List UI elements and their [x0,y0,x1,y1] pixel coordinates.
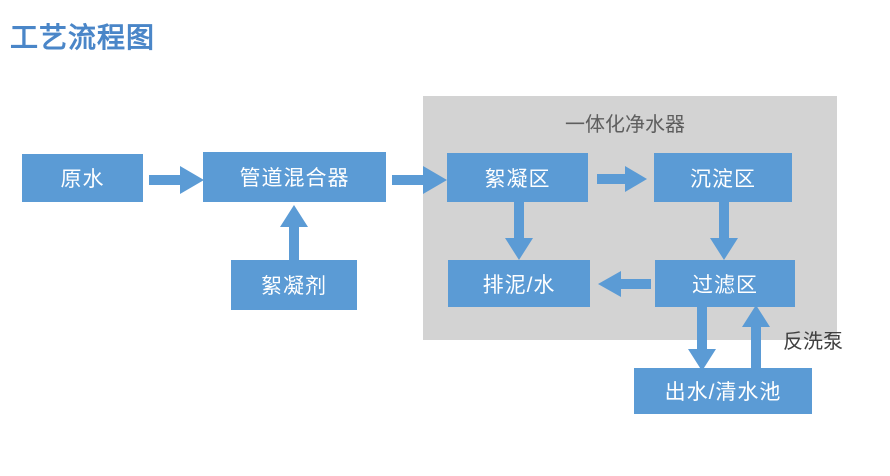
node-sedimentation-zone[interactable]: 沉淀区 [654,153,792,202]
arrow-sedimentation-to-filtration [710,202,738,260]
arrow-raw-water-to-pipe-mixer [149,166,204,194]
node-flocculation-zone[interactable]: 絮凝区 [447,153,588,202]
node-effluent-clearwell[interactable]: 出水/清水池 [634,368,812,414]
node-sludge-water-discharge[interactable]: 排泥/水 [448,260,590,307]
node-filtration-zone[interactable]: 过滤区 [655,260,795,307]
node-pipe-mixer[interactable]: 管道混合器 [203,152,386,202]
node-flocculant[interactable]: 絮凝剂 [231,260,357,310]
arrow-filtration-to-effluent [688,305,716,371]
arrow-flocculant-to-pipe-mixer [280,205,308,262]
label-backwash-pump: 反洗泵 [783,331,843,353]
page-title: 工艺流程图 [10,22,156,53]
arrow-flocculation-to-sludge-discharge [505,202,533,260]
arrow-pipe-mixer-to-flocculation-zone [392,166,447,194]
arrow-effluent-to-filtration-backwash [742,305,770,369]
arrow-flocculation-to-sedimentation [597,166,647,192]
arrow-filtration-to-sludge-discharge [598,271,651,297]
group-label-integrated-purifier: 一体化净水器 [565,114,685,136]
node-raw-water[interactable]: 原水 [22,154,143,202]
